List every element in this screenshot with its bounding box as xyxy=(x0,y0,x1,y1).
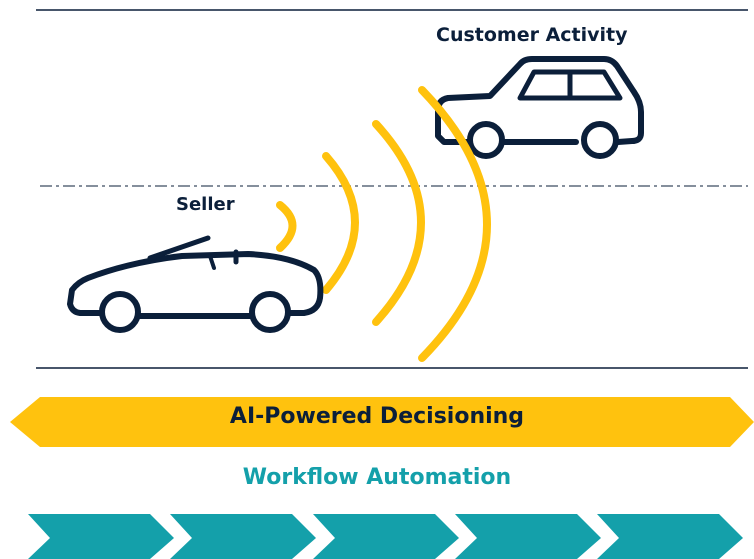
signal-wave-3 xyxy=(372,120,425,326)
signal-wave-1 xyxy=(276,201,297,252)
workflow-step-1 xyxy=(28,514,174,559)
ai-decisioning-label: AI-Powered Decisioning xyxy=(229,404,525,429)
workflow-automation-label: Workflow Automation xyxy=(242,465,512,490)
customer-activity-label: Customer Activity xyxy=(436,24,628,46)
ai-banner-arrow xyxy=(10,397,754,447)
workflow-step-5 xyxy=(597,514,743,559)
seller-label: Seller xyxy=(176,194,235,215)
sedan-car-icon xyxy=(435,56,644,159)
workflow-step-2 xyxy=(170,514,316,559)
workflow-chevrons xyxy=(28,514,743,559)
signal-waves-icon xyxy=(276,86,491,362)
convertible-car-icon xyxy=(67,235,324,333)
signal-wave-4 xyxy=(418,86,491,362)
workflow-step-3 xyxy=(313,514,459,559)
signal-wave-2 xyxy=(322,152,359,294)
workflow-step-4 xyxy=(455,514,601,559)
